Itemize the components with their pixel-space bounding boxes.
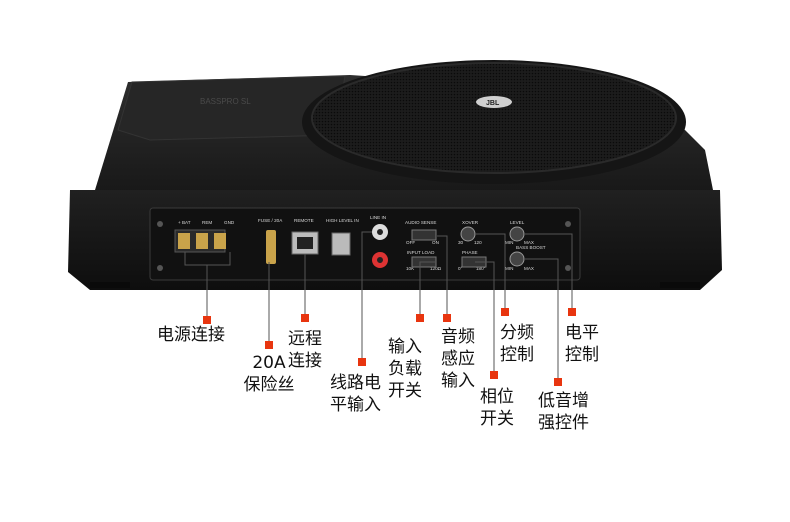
- label-line-in: LINE IN: [370, 215, 386, 220]
- label-level-min: MIN: [505, 240, 513, 245]
- screw: [565, 265, 571, 271]
- callout-fuse: 20A 保险丝: [243, 353, 295, 395]
- label-xover-min: 30: [458, 240, 464, 245]
- label-input-load-high: 120Ω: [430, 266, 442, 271]
- foot: [660, 282, 700, 288]
- label-input-load-low: 10K: [406, 266, 415, 271]
- label-remote: REMOTE: [294, 218, 314, 223]
- bass-boost-knob: [509, 251, 525, 267]
- label-fuse: FUSE / 20A: [258, 218, 283, 223]
- label-bass-boost: BASS BOOST: [516, 245, 546, 250]
- label-audio-sense: AUDIO SENSE: [405, 220, 436, 225]
- label-level-max: MAX: [524, 240, 534, 245]
- speaker-grille: [311, 62, 677, 174]
- label-gnd: GND: [224, 220, 235, 225]
- level-knob: [509, 226, 525, 242]
- label-phase-max: 180°: [476, 266, 486, 271]
- model-plate: BASSPRO SL: [200, 97, 251, 106]
- callout-bass-boost: 低音增 强控件: [538, 391, 589, 433]
- label-input-load: INPUT LOAD: [407, 250, 435, 255]
- screw: [157, 221, 163, 227]
- screw: [565, 221, 571, 227]
- callout-power: 电源连接: [157, 325, 225, 345]
- label-audio-sense-off: OFF: [406, 240, 415, 245]
- label-level: LEVEL: [510, 220, 525, 225]
- callout-level: 电平 控制: [565, 323, 599, 365]
- callout-lines: [184, 231, 573, 382]
- label-rem: REM: [202, 220, 212, 225]
- foot: [90, 282, 130, 288]
- callout-markers: [203, 308, 576, 386]
- callout-xover: 分频 控制: [500, 323, 534, 365]
- callout-line-in: 线路电 平输入: [330, 373, 381, 415]
- xover-knob: [460, 226, 476, 242]
- label-xover: XOVER: [462, 220, 479, 225]
- callout-audio-sense: 音频 感应 输入: [441, 327, 475, 391]
- label-phase-min: 0°: [458, 266, 463, 271]
- label-audio-sense-on: ON: [432, 240, 439, 245]
- label-bass-boost-min: MIN: [505, 266, 513, 271]
- label-xover-max: 120: [474, 240, 482, 245]
- callout-input-load: 输入 负载 开关: [388, 337, 422, 401]
- screw: [157, 265, 163, 271]
- label-bat: + BAT: [178, 220, 191, 225]
- jbl-badge: [476, 96, 512, 108]
- label-bass-boost-max: MAX: [524, 266, 534, 271]
- callout-phase: 相位 开关: [480, 387, 514, 429]
- label-high-level: HIGH LEVEL IN: [326, 218, 359, 223]
- callout-remote: 远程 连接: [288, 329, 322, 371]
- power-terminals: [174, 229, 226, 253]
- audio-sense-switch: [411, 229, 437, 241]
- label-phase: PHASE: [462, 250, 478, 255]
- jbl-logo: JBL: [486, 100, 500, 107]
- fuse: [266, 230, 276, 264]
- high-level-connector: [331, 232, 351, 256]
